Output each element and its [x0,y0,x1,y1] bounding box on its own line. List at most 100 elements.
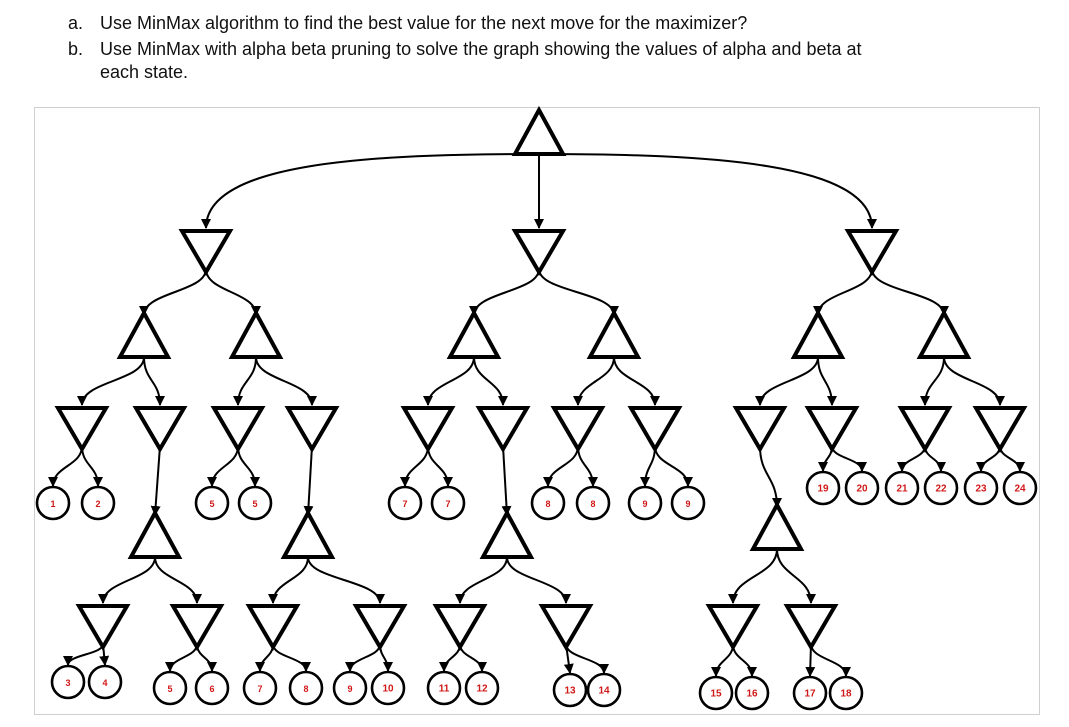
leaf-circle [805,470,841,506]
leaf-node: 7 [387,485,423,521]
leaf-circle [242,670,278,706]
edge-n3-L3 [237,445,260,487]
leaf-node: 5 [194,485,230,521]
leaf-node: 6 [194,670,230,706]
min-node-p1 [75,604,131,651]
leaf-circle [575,485,611,521]
leaf-node: 8 [530,485,566,521]
leaf-value: 6 [209,684,214,694]
leaf-value: 9 [642,499,647,509]
min-node-p7 [705,604,761,651]
leaf-circle [552,672,588,708]
leaf-value: 12 [476,684,488,695]
min-node-n3 [210,406,266,453]
leaf-value: 23 [975,484,987,495]
max-node-x3 [446,308,502,359]
leaf-circle [152,670,188,706]
min-node-n8 [627,406,683,453]
question-b-text: Use MinMax with alpha beta pruning to so… [100,39,862,59]
leaf-node: 7 [430,485,466,521]
edge-n3-L2 [207,445,239,487]
leaf-node: 11 [426,670,462,706]
edge-n8-L9 [654,445,693,487]
leaf-value: 7 [257,684,262,694]
leaf-value: 9 [347,684,352,694]
min-node-m3 [844,229,900,276]
min-node-n4 [284,406,340,453]
leaf-circle [464,670,500,706]
min-node-p6 [538,604,594,651]
leaf-node: 1 [35,485,71,521]
max-node-d2 [280,508,336,559]
question-a-label: a. [68,13,84,33]
leaf-node: 18 [828,675,864,711]
leaf-value: 1 [50,499,55,509]
leaf-value: 8 [545,499,550,509]
edge-n5-L5 [427,445,453,487]
question-a-text: Use MinMax algorithm to find the best va… [100,13,748,33]
leaf-circle [828,675,864,711]
leaf-circle [87,664,123,700]
edge-n1-L1 [81,445,103,487]
edge-m3-x5 [813,268,873,316]
leaf-node: 22 [923,470,959,506]
leaf-circle [1002,470,1038,506]
question-b: b.Use MinMax with alpha beta pruning to … [68,38,861,60]
edge-n5-L4 [400,445,429,487]
edge-p7-B12 [711,643,734,677]
leaf-node: 19 [805,470,841,506]
edge-p4-B6 [345,643,381,672]
edge-x3-n6 [473,356,508,406]
leaf-circle [288,670,324,706]
leaf-value: 9 [685,499,690,509]
min-node-p4 [352,604,408,651]
leaf-circle [844,470,880,506]
edge-m3-x6 [871,268,949,316]
leaf-node: 8 [575,485,611,521]
edge-x1-n1 [77,356,145,406]
edge-x6-n12 [943,356,1005,406]
leaf-node: 8 [288,670,324,706]
leaf-value: 7 [402,499,407,509]
leaf-value: 11 [439,684,450,695]
edge-p5-B8 [439,643,461,672]
edge-x2-n4 [255,356,317,406]
edge-d3-p5 [455,556,508,604]
leaf-value: 20 [856,484,868,495]
edge-x5-n10 [817,356,837,406]
leaf-value: 4 [102,678,107,688]
leaf-circle [963,470,999,506]
min-node-n5 [400,406,456,453]
leaf-circle [50,664,86,700]
leaf-node: 2 [80,485,116,521]
edge-m2-x4 [538,268,619,316]
max-node-x1 [116,308,172,359]
edge-n10-L11 [831,445,867,472]
question-a: a. Use MinMax algorithm to find the best … [68,12,747,34]
leaf-value: 24 [1014,484,1026,495]
leaf-circle [698,675,734,711]
edge-x1-n2 [143,356,165,406]
edge-d2-p3 [268,556,309,604]
edge-p8-B15 [810,643,851,677]
edge-n4-d2 [303,445,314,516]
edge-d1-p2 [154,556,202,604]
min-node-n2 [132,406,188,453]
leaf-circle [426,670,462,706]
max-node-x6 [916,308,972,359]
leaf-circle [35,485,71,521]
edge-n7-L6 [543,445,579,487]
edge-n2-d1 [150,445,161,516]
edge-n11-L13 [924,445,946,472]
min-node-p3 [245,604,301,651]
edge-n8-L8 [640,445,656,487]
min-node-m2 [511,229,567,276]
leaf-node: 9 [627,485,663,521]
max-node-d3 [479,508,535,559]
leaf-node: 5 [237,485,273,521]
leaf-value: 5 [252,499,257,509]
min-node-n9 [732,406,788,453]
leaf-circle [670,485,706,521]
